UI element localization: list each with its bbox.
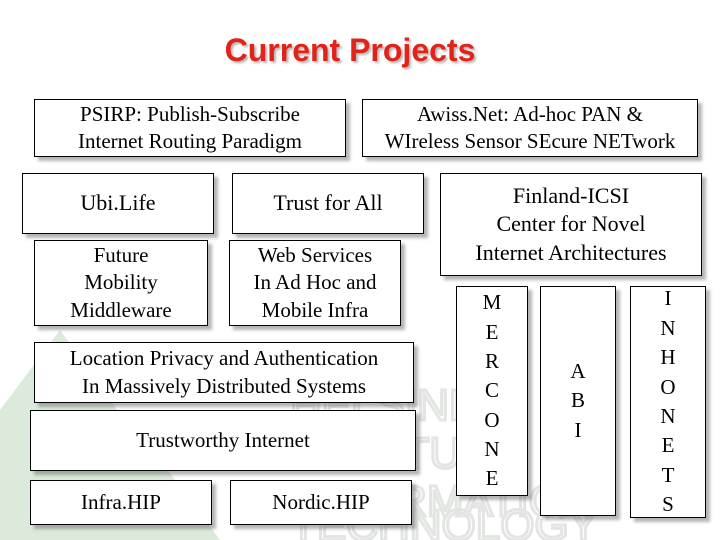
- project-label-future-mobility: Future Mobility Middleware: [70, 243, 172, 322]
- project-label-awissnet: Awiss.Net: Ad-hoc PAN & WIreless Sensor …: [384, 101, 676, 153]
- project-box-psirp: PSIRP: Publish-Subscribe Internet Routin…: [34, 99, 346, 157]
- project-label-location-privacy: Location Privacy and Authentication In M…: [69, 346, 379, 398]
- project-box-ubilife: Ubi.Life: [22, 173, 214, 234]
- project-label-nordichip: Nordic.HIP: [272, 489, 370, 514]
- project-box-future-mobility: Future Mobility Middleware: [34, 240, 208, 326]
- project-box-finland-icsi: Finland-ICSI Center for Novel Internet A…: [440, 173, 702, 276]
- project-label-infrahip: Infra.HIP: [81, 489, 161, 514]
- slide-title: Current Projects: [224, 32, 476, 68]
- project-box-inhonets: I N H O N E T S: [630, 286, 706, 518]
- project-box-mercone: M E R C O N E: [456, 286, 528, 496]
- project-label-trustworthy-internet: Trustworthy Internet: [136, 427, 310, 452]
- project-box-trust-for-all: Trust for All: [232, 173, 424, 234]
- project-label-finland-icsi: Finland-ICSI Center for Novel Internet A…: [475, 182, 667, 265]
- project-box-web-services: Web Services In Ad Hoc and Mobile Infra: [229, 240, 401, 326]
- project-label-abi: A B I: [570, 358, 586, 442]
- project-box-location-privacy: Location Privacy and Authentication In M…: [34, 342, 414, 403]
- project-label-inhonets: I N H O N E T S: [660, 286, 676, 517]
- project-box-awissnet: Awiss.Net: Ad-hoc PAN & WIreless Sensor …: [362, 99, 698, 157]
- project-label-trust-for-all: Trust for All: [273, 190, 383, 216]
- project-box-nordichip: Nordic.HIP: [230, 480, 412, 525]
- project-label-mercone: M E R C O N E: [482, 290, 502, 491]
- project-box-infrahip: Infra.HIP: [30, 480, 212, 525]
- project-box-abi: A B I: [540, 286, 616, 516]
- project-label-psirp: PSIRP: Publish-Subscribe Internet Routin…: [78, 101, 302, 153]
- project-box-trustworthy-internet: Trustworthy Internet: [30, 410, 416, 471]
- project-label-ubilife: Ubi.Life: [80, 190, 156, 216]
- project-label-web-services: Web Services In Ad Hoc and Mobile Infra: [253, 243, 377, 322]
